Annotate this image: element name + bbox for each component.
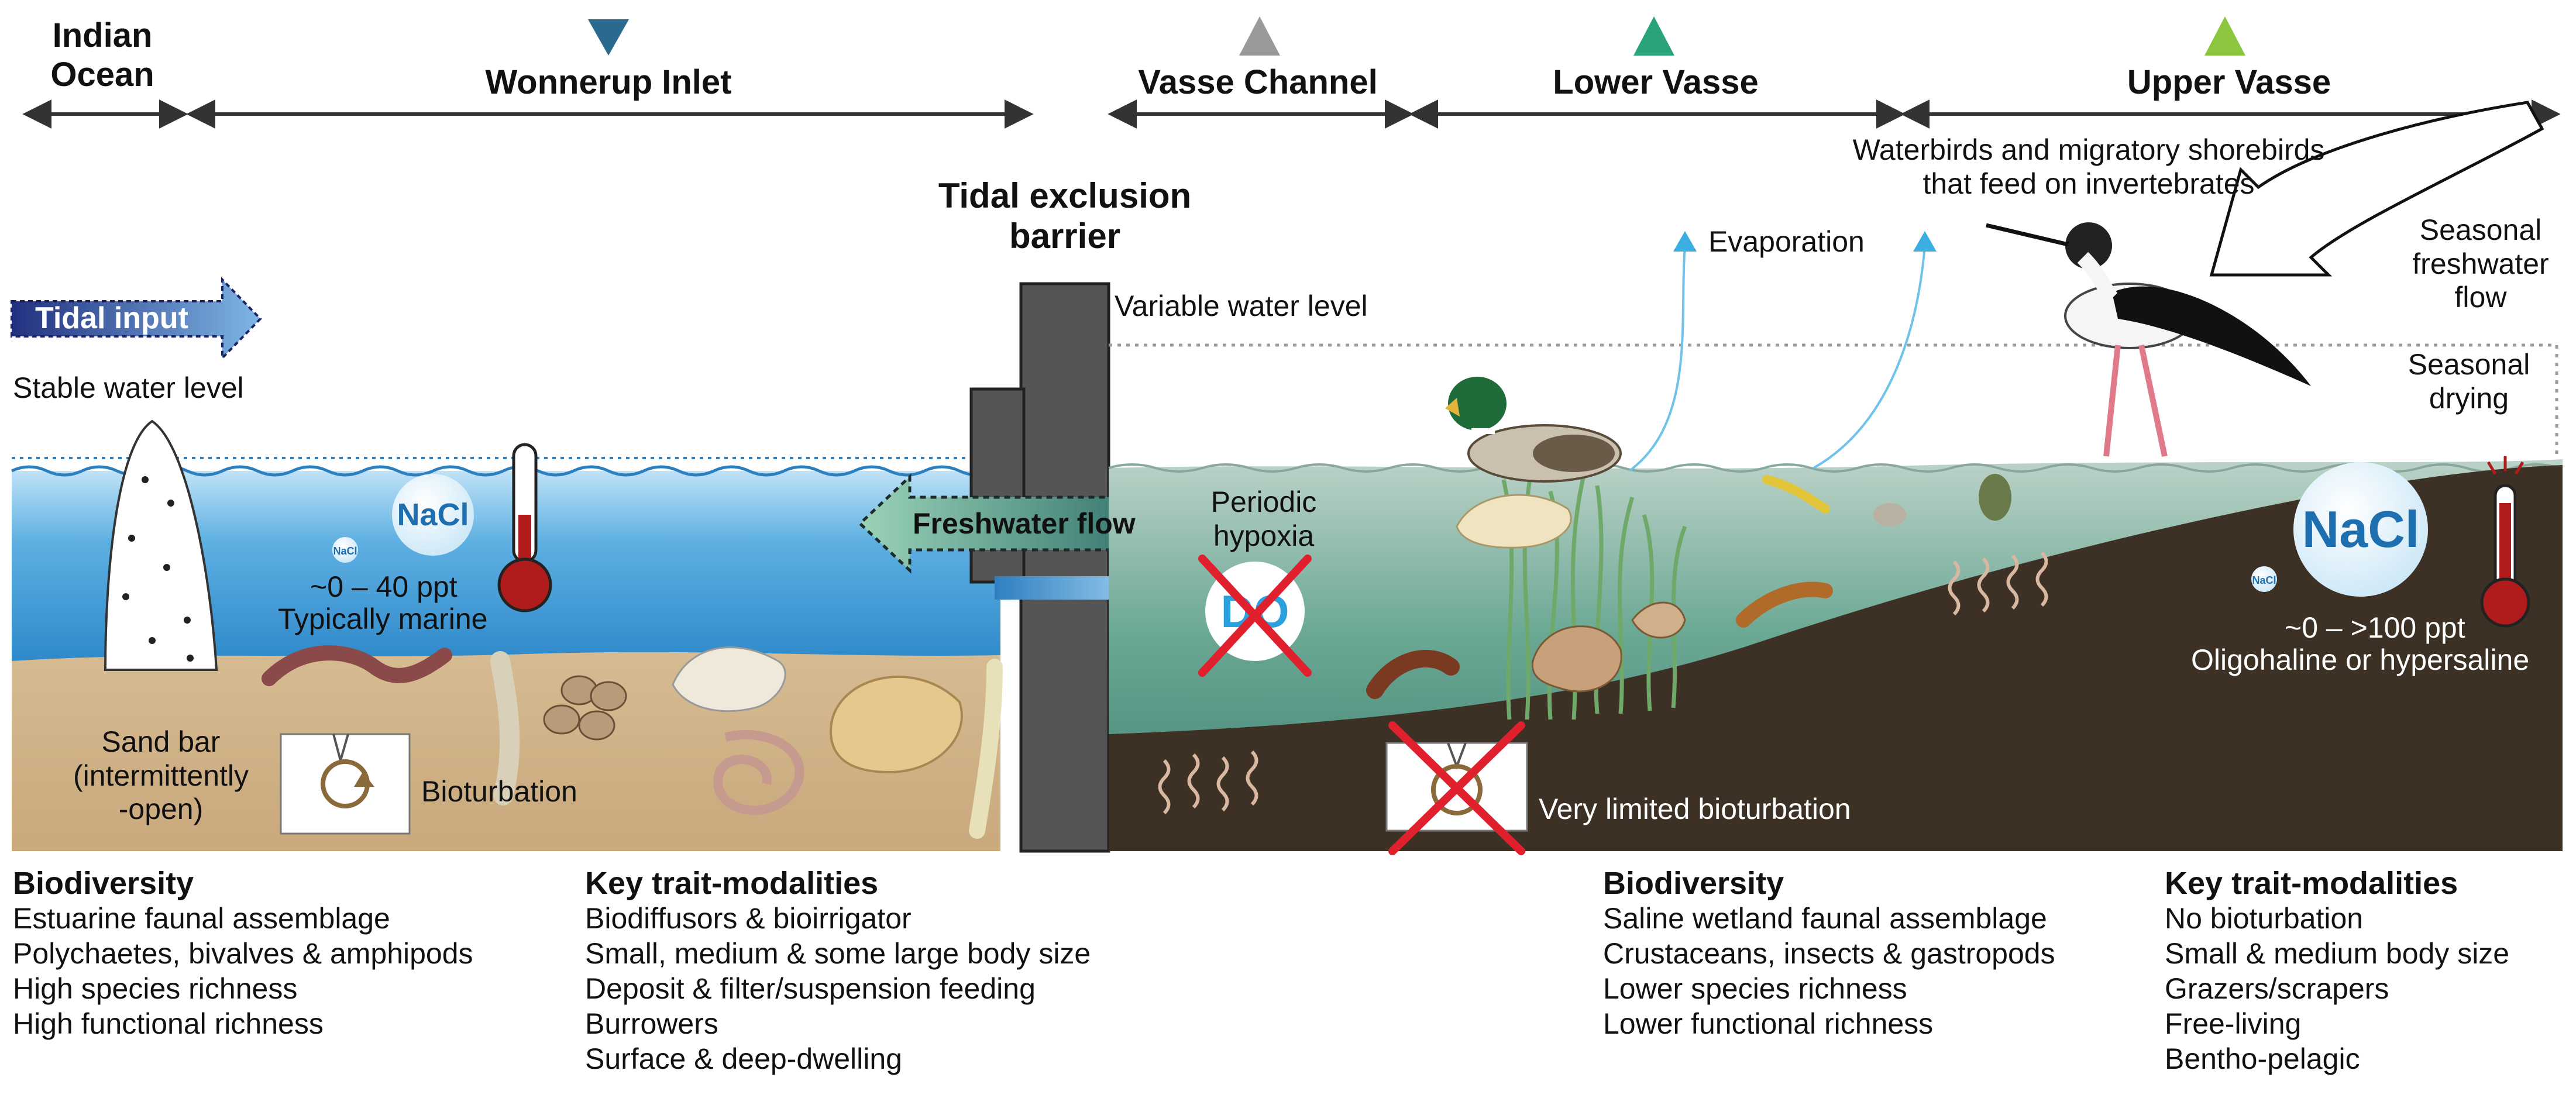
bioturbation-icon xyxy=(280,733,411,835)
caddisfly-larva xyxy=(1366,650,1460,699)
seasonal-freshwater-flow-label: Seasonal freshwater flow xyxy=(2412,214,2549,314)
chironomid-larva xyxy=(1762,475,1830,514)
panel-item: Surface & deep-dwelling xyxy=(585,1042,902,1075)
stable-water-level-label: Stable water level xyxy=(13,371,244,404)
amphipod xyxy=(1456,494,1572,549)
panel-item: Burrowers xyxy=(585,1007,718,1040)
panel-item: High species richness xyxy=(13,972,298,1005)
coiled-worm xyxy=(713,730,804,815)
panel-item: High functional richness xyxy=(13,1007,324,1040)
panel-item: Bentho-pelagic xyxy=(2165,1042,2360,1075)
cross-out-icon xyxy=(1198,555,1312,677)
bivalve-shells xyxy=(543,675,627,741)
gastropod-shell xyxy=(1631,601,1686,639)
panel-biodiversity-left: Biodiversity Estuarine faunal assemblage… xyxy=(13,866,473,1041)
zone-label-indian-ocean: Indian Ocean xyxy=(50,16,154,94)
mayfly-nymph xyxy=(1736,581,1833,628)
panel-heading: Biodiversity xyxy=(13,866,194,901)
amphipod xyxy=(672,646,786,713)
waterbirds-label: Waterbirds and migratory shorebirds that… xyxy=(1852,133,2325,200)
panel-item: Grazers/scrapers xyxy=(2165,972,2389,1005)
panel-item: No bioturbation xyxy=(2165,902,2364,935)
triangle-marker-icon xyxy=(1633,16,1674,56)
dissolved-oxygen-icon: DO xyxy=(1198,555,1312,677)
nacl-small-text: NaCl xyxy=(2252,574,2276,586)
panel-item: Saline wetland faunal assemblage xyxy=(1603,902,2047,935)
salinity-right-value: ~0 – >100 ppt xyxy=(2285,611,2465,644)
panel-item: Biodiffusors & bioirrigator xyxy=(585,902,912,935)
polychaete-worm xyxy=(969,659,1003,839)
panel-item: Estuarine faunal assemblage xyxy=(13,902,390,935)
triangle-marker-icon xyxy=(1239,16,1280,56)
sand-bar-label: Sand bar (intermittently -open) xyxy=(73,725,249,825)
nacl-small-text: NaCl xyxy=(333,545,357,557)
panel-heading: Biodiversity xyxy=(1603,866,1784,901)
panel-item: Small, medium & some large body size xyxy=(585,937,1091,970)
sand-bar-dots xyxy=(122,476,194,662)
water-bug xyxy=(1979,474,2011,521)
periodic-hypoxia-label: Periodic hypoxia xyxy=(1210,486,1317,552)
nacl-icon xyxy=(332,537,358,563)
panel-item: Lower functional richness xyxy=(1603,1007,1934,1040)
duck-icon xyxy=(1445,377,1622,483)
panel-item: Lower species richness xyxy=(1603,972,1907,1005)
panel-traits-right: Key trait-modalities No bioturbation Sma… xyxy=(2165,866,2509,1076)
polychaete-worm xyxy=(490,651,520,806)
nacl-icon xyxy=(2251,566,2277,592)
nacl-icon xyxy=(2293,462,2428,597)
salinity-left-desc: Typically marine xyxy=(278,603,488,635)
seasonal-flow-arrow xyxy=(2209,101,2544,277)
panel-heading: Key trait-modalities xyxy=(585,866,879,901)
panel-item: Deposit & filter/suspension feeding xyxy=(585,972,1036,1005)
salinity-left-value: ~0 – 40 ppt xyxy=(310,570,458,603)
thermometer-icon xyxy=(2480,456,2530,628)
panel-item: Crustaceans, insects & gastropods xyxy=(1603,937,2055,970)
panel-heading: Key trait-modalities xyxy=(2165,866,2458,901)
worm-icon xyxy=(1158,551,2048,815)
very-limited-bioturbation-label: Very limited bioturbation xyxy=(1539,793,1851,825)
triangle-marker-icon xyxy=(2204,16,2245,56)
clam-shell xyxy=(829,675,963,774)
zone-label-vasse-channel: Vasse Channel xyxy=(1138,63,1378,101)
tidal-exclusion-barrier-label: Tidal exclusion barrier xyxy=(938,176,1192,256)
seasonal-drying-label: Seasonal drying xyxy=(2408,348,2530,415)
triangle-marker-icon xyxy=(588,19,629,56)
gastropod-shell xyxy=(1531,625,1622,693)
evaporation-label: Evaporation xyxy=(1708,225,1865,258)
tidal-input-label: Tidal input xyxy=(35,301,188,335)
double-arrow-icon xyxy=(22,99,2561,129)
variable-water-level-label: Variable water level xyxy=(1115,290,1368,322)
evaporation-arrowhead xyxy=(1673,231,1697,252)
wetland-water-surface xyxy=(1108,463,2560,473)
polychaete-worm xyxy=(262,645,452,686)
sand-bar xyxy=(104,419,218,671)
bioturbation-label: Bioturbation xyxy=(421,775,577,808)
panel-traits-left: Key trait-modalities Biodiffusors & bioi… xyxy=(585,866,1091,1076)
panel-biodiversity-right: Biodiversity Saline wetland faunal assem… xyxy=(1603,866,2055,1041)
zone-label-upper-vasse: Upper Vasse xyxy=(2127,63,2331,101)
bird-icon xyxy=(1986,222,2311,457)
tidal-input-arrow xyxy=(11,277,262,361)
water-flea xyxy=(1873,503,1906,526)
evaporation-arrow xyxy=(1628,245,1926,472)
panel-item: Polychaetes, bivalves & amphipods xyxy=(13,937,473,970)
nacl-large-text: NaCl xyxy=(397,497,469,532)
zone-label-wonnerup-inlet: Wonnerup Inlet xyxy=(485,63,732,101)
thermometer-icon xyxy=(497,443,552,612)
salinity-right-desc: Oligohaline or hypersaline xyxy=(2191,643,2530,676)
panel-item: Free-living xyxy=(2165,1007,2302,1040)
zone-label-lower-vasse: Lower Vasse xyxy=(1553,63,1759,101)
nacl-icon xyxy=(392,474,474,556)
evaporation-arrowhead xyxy=(1913,231,1937,252)
freshwater-flow-label: Freshwater flow xyxy=(913,507,1136,540)
panel-item: Small & medium body size xyxy=(2165,937,2510,970)
nacl-large-text: NaCl xyxy=(2302,500,2420,558)
cross-out-icon xyxy=(1388,721,1525,855)
bioturbation-icon xyxy=(1385,721,1528,855)
